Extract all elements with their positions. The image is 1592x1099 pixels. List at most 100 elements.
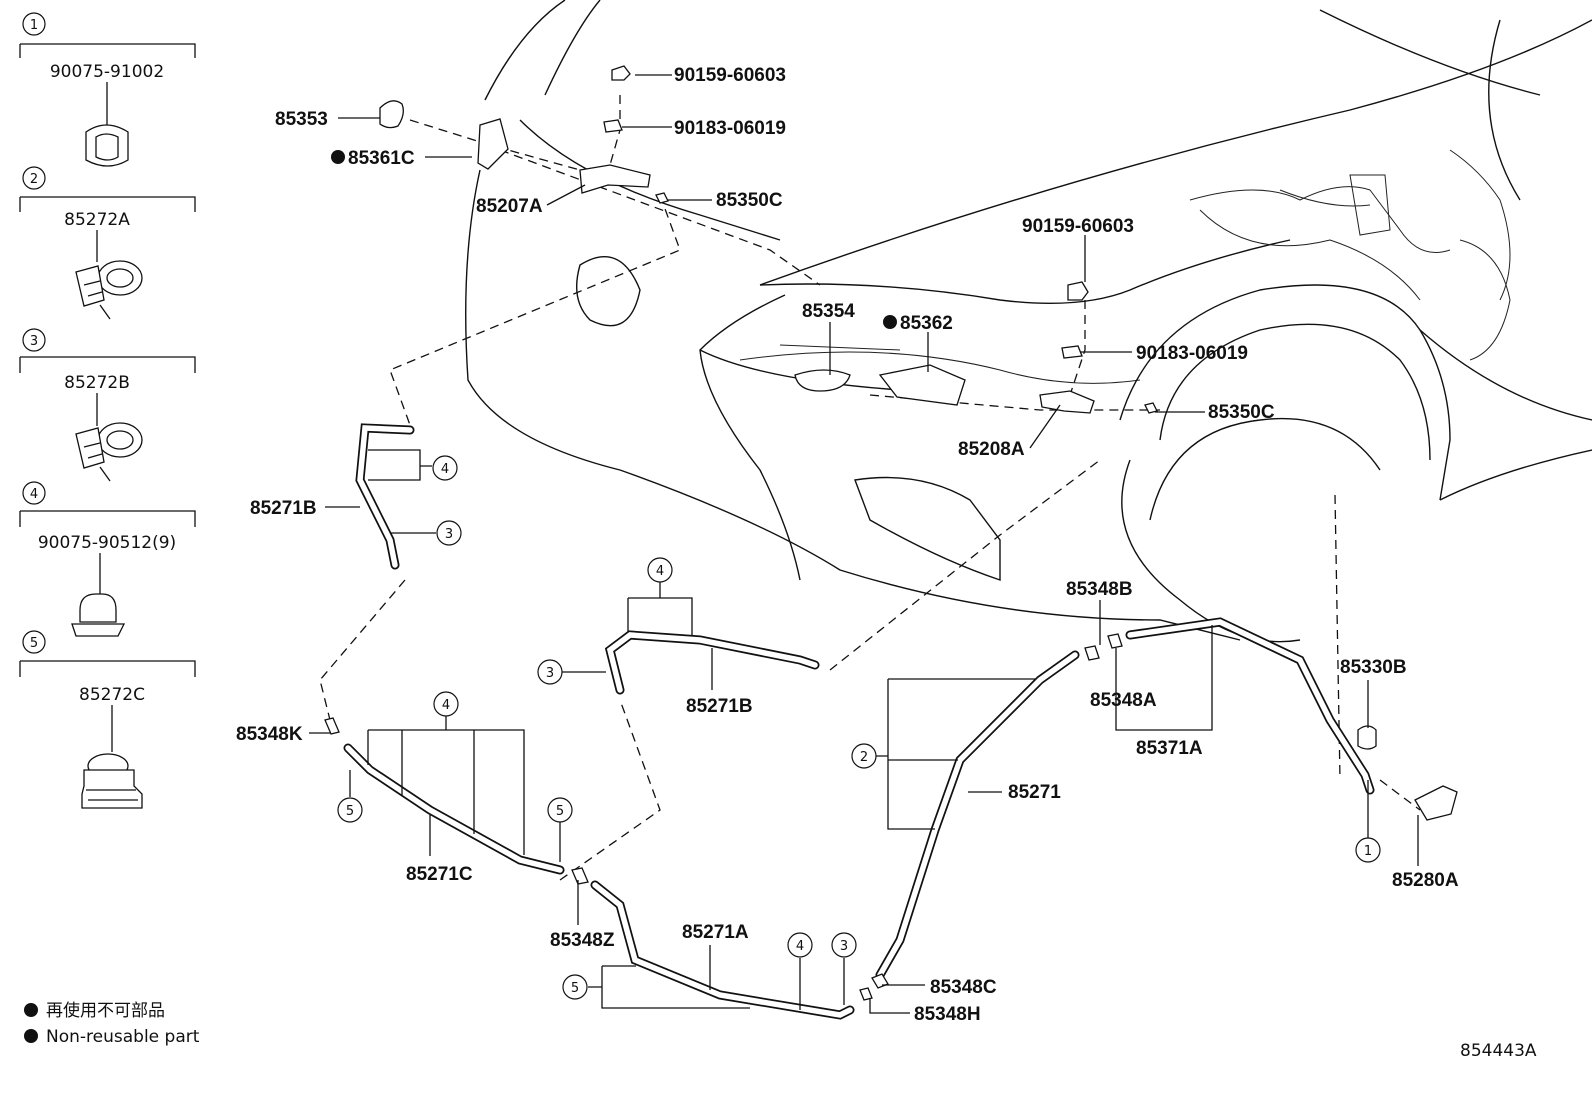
svg-text:4: 4 bbox=[442, 698, 450, 713]
svg-text:4: 4 bbox=[796, 939, 804, 954]
svg-text:5: 5 bbox=[571, 981, 579, 996]
clip-legend: 1 90075-91002 2 85272A 3 85272B bbox=[19, 12, 196, 809]
hose-85271C bbox=[343, 743, 565, 875]
clip-90075-91002-icon bbox=[85, 124, 129, 167]
hose-85271 bbox=[875, 650, 1080, 980]
non-reusable-marker bbox=[331, 150, 345, 164]
svg-text:5: 5 bbox=[556, 804, 564, 819]
nut-90183-mid-icon bbox=[1061, 345, 1083, 359]
callout-85348Z: 85348Z bbox=[550, 930, 615, 951]
callout-85353: 85353 bbox=[275, 109, 328, 130]
joint-85348H-icon bbox=[859, 987, 873, 1001]
legend-part-1: 90075-91002 bbox=[50, 62, 164, 82]
leader-lines bbox=[309, 74, 1419, 1014]
legend-item-3: 3 85272B bbox=[19, 328, 196, 482]
callout-85348A: 85348A bbox=[1090, 690, 1157, 711]
clip-ref-5-a: 5 bbox=[337, 797, 363, 823]
clip-ref-2-a: 2 bbox=[851, 743, 877, 769]
left-nozzle-assembly bbox=[379, 65, 669, 204]
callout-90183-06019-top: 90183-06019 bbox=[674, 118, 786, 139]
clip-ref-3-b: 3 bbox=[537, 659, 563, 685]
figure-code: 854443A bbox=[1460, 1041, 1537, 1061]
callout-85271B-left: 85271B bbox=[250, 498, 317, 519]
connector-85350C-mid-icon bbox=[1144, 402, 1158, 414]
non-reusable-bullet bbox=[24, 1029, 38, 1043]
hose-85371A bbox=[1125, 617, 1375, 795]
callout-90159-60603-mid: 90159-60603 bbox=[1022, 216, 1134, 237]
svg-text:3: 3 bbox=[546, 666, 554, 681]
legend-part-4: 90075-90512(9) bbox=[38, 533, 176, 553]
connector-85350C-top-icon bbox=[655, 192, 669, 204]
bracket-85362-icon bbox=[878, 364, 966, 406]
vehicle-front-outline bbox=[465, 0, 1592, 643]
callout-90183-06019-mid: 90183-06019 bbox=[1136, 343, 1248, 364]
legend-part-2: 85272A bbox=[64, 210, 130, 230]
grommet-85330B-icon bbox=[1357, 725, 1377, 750]
clip-ref-4-c: 4 bbox=[433, 691, 459, 717]
svg-text:4: 4 bbox=[656, 564, 664, 579]
callout-85361C: 85361C bbox=[348, 148, 415, 169]
svg-text:5: 5 bbox=[346, 804, 354, 819]
clip-85272A-icon bbox=[75, 260, 143, 320]
clip-ref-4-a: 4 bbox=[432, 455, 458, 481]
nozzle-85207A-icon bbox=[579, 164, 651, 194]
joint-85348B-icon bbox=[1084, 645, 1100, 661]
callout-85350C-mid: 85350C bbox=[1208, 402, 1275, 423]
clip-85272C-icon bbox=[81, 753, 143, 809]
legend-part-5: 85272C bbox=[79, 685, 145, 705]
note-en: Non-reusable part bbox=[46, 1027, 200, 1047]
clip-ref-3-c: 3 bbox=[831, 932, 857, 958]
svg-text:1: 1 bbox=[1364, 844, 1372, 859]
legend-index-3: 3 bbox=[30, 334, 38, 349]
non-reusable-bullet bbox=[24, 1003, 38, 1017]
svg-text:3: 3 bbox=[445, 527, 453, 542]
clip-90075-90512-icon bbox=[71, 593, 126, 637]
note-jp: 再使用不可部品 bbox=[46, 1000, 165, 1021]
non-reusable-marker bbox=[883, 315, 897, 329]
bracket-85361C-icon bbox=[477, 118, 509, 170]
callout-90159-60603-top: 90159-60603 bbox=[674, 65, 786, 86]
callout-85348B: 85348B bbox=[1066, 579, 1133, 600]
callout-85330B: 85330B bbox=[1340, 657, 1407, 678]
legend-index-2: 2 bbox=[30, 172, 38, 187]
callout-85362: 85362 bbox=[900, 313, 953, 334]
cap-85353-icon bbox=[379, 100, 404, 129]
part-callouts: 85353 85361C 85207A 90159-60603 90183-06… bbox=[236, 65, 1459, 1025]
clip-ref-4-d: 4 bbox=[787, 932, 813, 958]
joint-85348K-icon bbox=[324, 717, 340, 735]
legend-index-4: 4 bbox=[30, 487, 38, 502]
callout-85271C: 85271C bbox=[406, 864, 473, 885]
clip-reference-circles: 4 3 4 3 4 5 5 5 4 3 2 1 bbox=[337, 455, 1381, 1000]
nozzle-85208A-icon bbox=[1039, 390, 1095, 414]
legend-notes: 再使用不可部品 Non-reusable part 854443A bbox=[24, 1000, 1537, 1061]
svg-text:3: 3 bbox=[840, 939, 848, 954]
clip-85272B-icon bbox=[75, 422, 143, 482]
clip-ref-5-c: 5 bbox=[562, 974, 588, 1000]
callout-85271: 85271 bbox=[1008, 782, 1061, 803]
callout-85271B-mid: 85271B bbox=[686, 696, 753, 717]
callout-85350C-top: 85350C bbox=[716, 190, 783, 211]
clip-ref-4-b: 4 bbox=[647, 557, 673, 583]
callout-85348K: 85348K bbox=[236, 724, 303, 745]
legend-item-1: 1 90075-91002 bbox=[19, 12, 196, 167]
callout-85207A: 85207A bbox=[476, 196, 543, 217]
callout-85271A: 85271A bbox=[682, 922, 749, 943]
legend-item-4: 4 90075-90512(9) bbox=[19, 481, 196, 637]
joint-85348C-icon bbox=[871, 973, 889, 989]
clip-ref-5-b: 5 bbox=[547, 797, 573, 823]
callout-85208A: 85208A bbox=[958, 439, 1025, 460]
screw-90159-top-icon bbox=[611, 65, 631, 81]
joint-85348A-icon bbox=[1107, 633, 1123, 649]
legend-index-1: 1 bbox=[30, 18, 38, 33]
right-nozzle-assembly bbox=[794, 281, 1158, 414]
legend-item-2: 2 85272A bbox=[19, 166, 196, 320]
legend-item-5: 5 85272C bbox=[19, 630, 196, 809]
washer-hoses bbox=[324, 423, 1458, 1020]
callout-85348C: 85348C bbox=[930, 977, 997, 998]
cover-85354-icon bbox=[794, 369, 851, 392]
clip-ref-1-a: 1 bbox=[1355, 837, 1381, 863]
nut-90183-top-icon bbox=[603, 119, 623, 133]
svg-text:2: 2 bbox=[860, 750, 868, 765]
svg-text:4: 4 bbox=[441, 462, 449, 477]
